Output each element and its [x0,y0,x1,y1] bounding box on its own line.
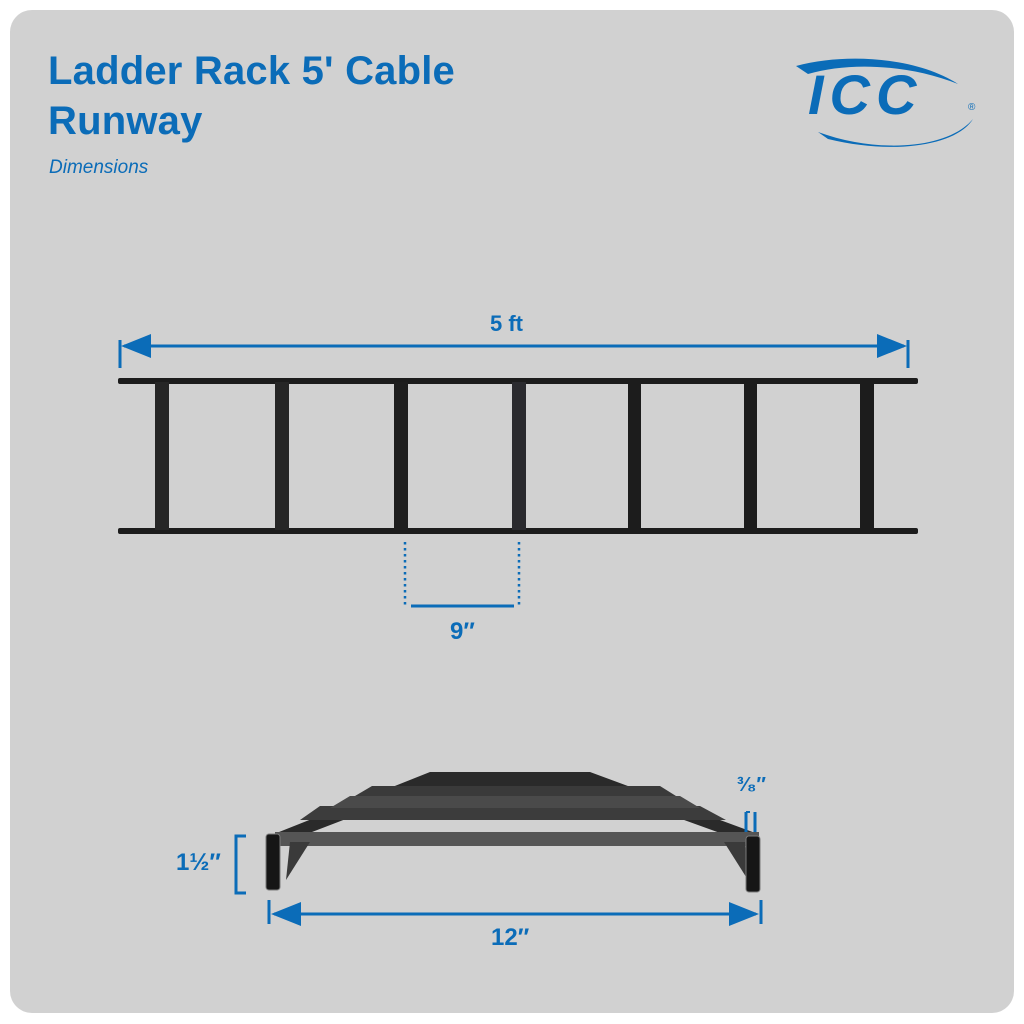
rung-spacing-dimension [403,542,521,608]
title-line-2: Runway [48,99,203,143]
width-label: 12″ [491,924,530,951]
height-label: 1½″ [176,849,221,876]
thickness-dimension-bracket [744,811,757,832]
svg-text:®: ® [968,102,976,113]
ladder-rack-end-view [265,772,761,893]
page-title: Ladder Rack 5' Cable Runway [48,46,455,146]
width-dimension-line [267,900,763,926]
page-subtitle: Dimensions [49,157,149,178]
svg-text:ICC: ICC [808,63,922,126]
thickness-label: ³⁄₈″ [737,774,766,796]
rung-spacing-label: 9″ [450,618,475,645]
title-line-1: Ladder Rack 5' Cable [48,49,456,93]
length-label: 5 ft [490,311,523,336]
ladder-rack-top-view [118,378,918,534]
icc-logo-icon: ICC ® [796,58,976,147]
length-dimension-line [118,334,910,368]
height-dimension-bracket [234,834,246,895]
